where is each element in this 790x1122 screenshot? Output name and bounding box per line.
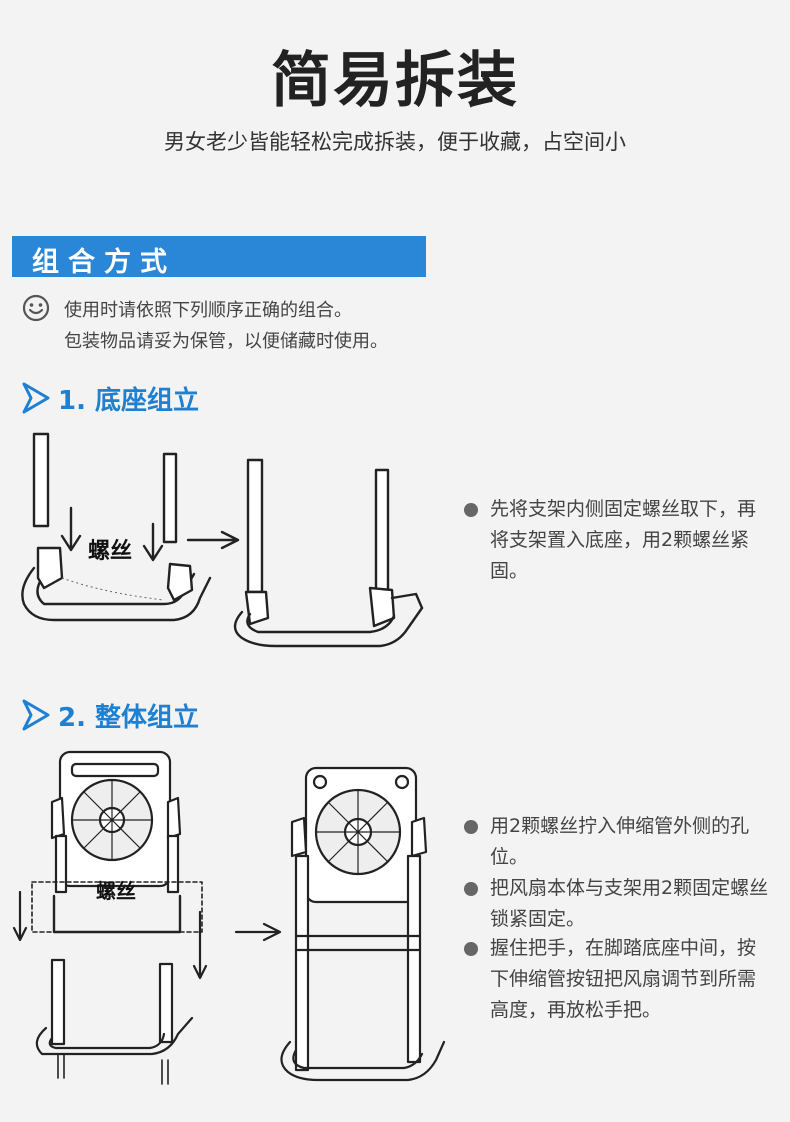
step-2-bullet-2-text: 把风扇本体与支架用2颗固定螺丝锁紧固定。 (490, 877, 769, 930)
page-title: 简易拆装 (271, 46, 519, 116)
full-assembly-illustration: 螺丝 (12, 750, 446, 1085)
step-1-bullet-1: 先将支架内侧固定螺丝取下，再将支架置入底座，用2颗螺丝紧固。 (464, 494, 774, 587)
base-assembly-illustration: 螺丝 (21, 432, 424, 648)
arrow-chevron-icon (22, 382, 50, 414)
bullet-dot-icon (464, 503, 478, 517)
step-2-bullet-3-text: 握住把手，在脚踏底座中间，按下伸缩管按钮把风扇调节到所需高度，再放松手把。 (490, 937, 757, 1021)
step-1-bullet-1-text: 先将支架内侧固定螺丝取下，再将支架置入底座，用2颗螺丝紧固。 (490, 498, 757, 582)
step-2-bullet-1: 用2颗螺丝拧入伸缩管外侧的孔位。 (464, 811, 774, 873)
step-2-bullet-2: 把风扇本体与支架用2颗固定螺丝锁紧固定。 (464, 873, 774, 935)
bullet-dot-icon (464, 820, 478, 834)
intro-line-2: 包装物品请妥为保管，以便储藏时使用。 (64, 331, 388, 352)
step-1-title: 1. 底座组立 (58, 386, 200, 416)
smiley-icon (22, 294, 50, 322)
step-2-bullet-1-text: 用2颗螺丝拧入伸缩管外侧的孔位。 (490, 815, 750, 868)
step-1-screw-label: 螺丝 (88, 538, 132, 564)
section-banner-label: 组合方式 (32, 247, 176, 278)
arrow-chevron-icon (22, 699, 50, 731)
step-2-title: 2. 整体组立 (58, 703, 200, 733)
section-banner: 组合方式 (12, 236, 426, 278)
intro-line-1: 使用时请依照下列顺序正确的组合。 (64, 300, 352, 321)
page-subtitle: 男女老少皆能轻松完成拆装，便于收藏，占空间小 (164, 130, 626, 154)
bullet-dot-icon (464, 942, 478, 956)
step-2-bullet-3: 握住把手，在脚踏底座中间，按下伸缩管按钮把风扇调节到所需高度，再放松手把。 (464, 933, 774, 1026)
bullet-dot-icon (464, 882, 478, 896)
step-2-screw-label: 螺丝 (96, 879, 136, 903)
